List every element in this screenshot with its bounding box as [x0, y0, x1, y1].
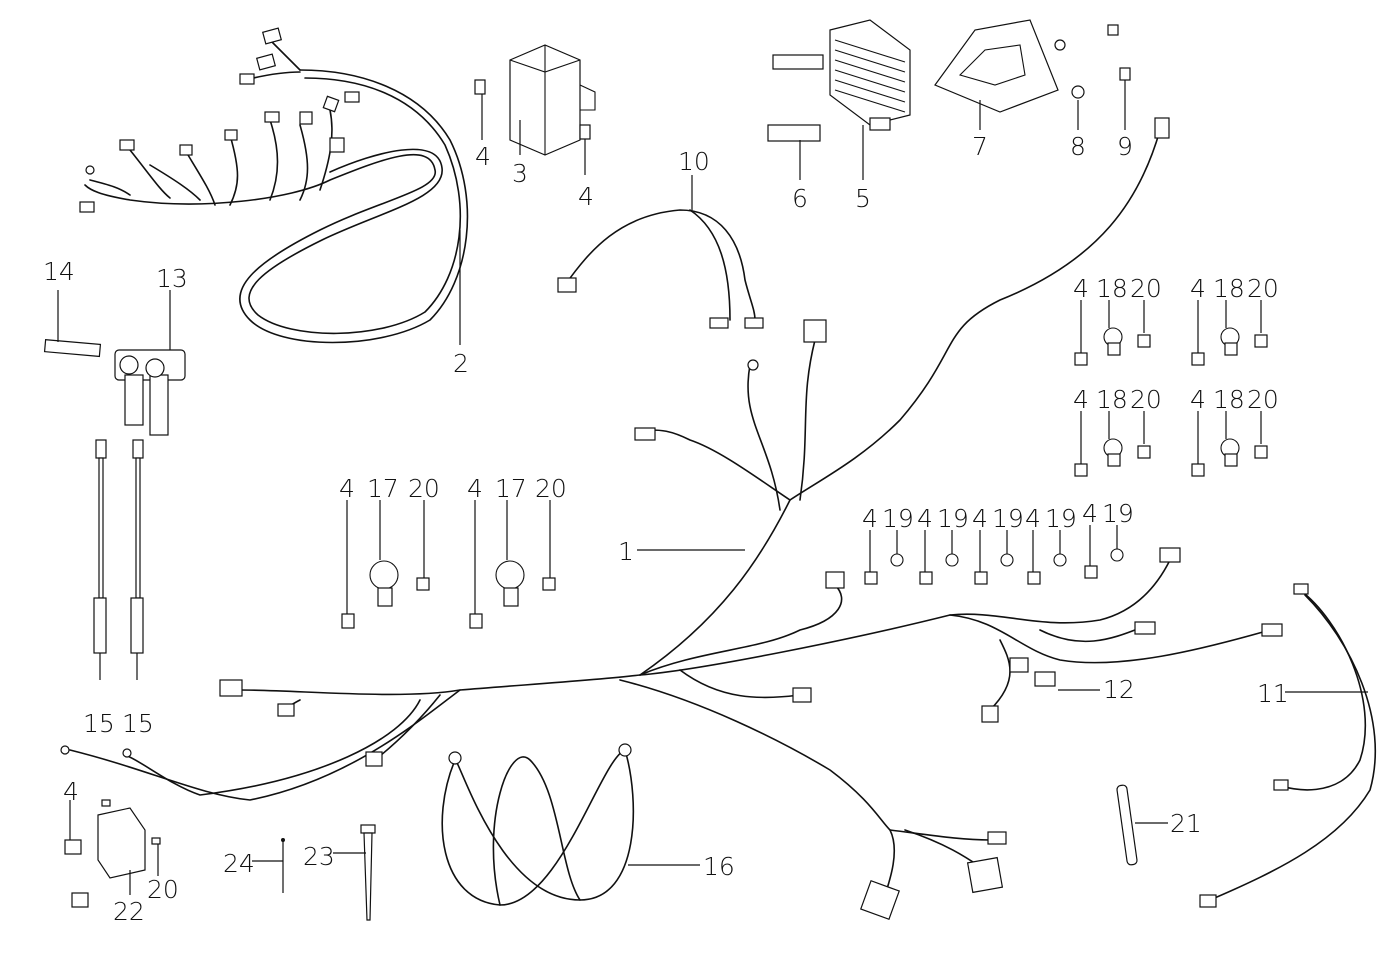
callout-4: 4: [475, 142, 491, 171]
clamp-group-18: [1191, 300, 1268, 366]
callout-6: 6: [792, 184, 808, 213]
callout-4: 4: [1025, 504, 1041, 533]
callout-17: 17: [495, 474, 527, 503]
callout-5: 5: [855, 184, 871, 213]
callout-labels: 1 2 3 4 4 5 6 7 8 9 10 11 12 13 14 15 15…: [43, 132, 1289, 926]
callout-4: 4: [862, 504, 878, 533]
callout-4: 4: [1073, 274, 1089, 303]
part-5-regulator: [829, 19, 911, 131]
callout-13: 13: [156, 264, 188, 293]
part-14-bolt: [43, 339, 102, 358]
callout-4: 4: [467, 474, 483, 503]
part-10-wire: [557, 209, 764, 329]
callout-18: 18: [1213, 385, 1245, 414]
callout-15: 15: [83, 709, 115, 738]
callout-21: 21: [1170, 809, 1202, 838]
part-11-wire: [1199, 583, 1377, 908]
callout-19: 19: [1102, 499, 1134, 528]
callout-1: 1: [618, 537, 634, 566]
callout-16: 16: [703, 852, 735, 881]
callout-17: 17: [367, 474, 399, 503]
callout-19: 19: [882, 504, 914, 533]
part-7-bracket: [934, 19, 1059, 113]
part-16-ground-cable: [441, 743, 635, 906]
part-3-control-unit: [509, 44, 596, 156]
callout-4: 4: [63, 777, 79, 806]
callout-20: 20: [535, 474, 567, 503]
part-8-nut: [1054, 39, 1085, 99]
callout-24: 24: [223, 849, 255, 878]
callout-19: 19: [937, 504, 969, 533]
callout-4: 4: [1073, 385, 1089, 414]
clamp-group-17: [469, 500, 556, 629]
callout-7: 7: [972, 132, 988, 161]
callout-4: 4: [578, 182, 594, 211]
part-22-relay: [97, 799, 161, 879]
callout-4: 4: [1190, 385, 1206, 414]
callout-4: 4: [1082, 499, 1098, 528]
callout-18: 18: [1096, 274, 1128, 303]
bolt-4: [579, 124, 591, 175]
callout-4: 4: [339, 474, 355, 503]
clamp-group-17: [341, 500, 430, 629]
callout-18: 18: [1213, 274, 1245, 303]
part-13-ignition-coil: [114, 349, 186, 436]
callout-15: 15: [122, 709, 154, 738]
bolt-6: [767, 54, 824, 142]
callout-11: 11: [1257, 679, 1289, 708]
callout-20: 20: [1247, 385, 1279, 414]
callout-8: 8: [1070, 132, 1086, 161]
part-21-strap: [1116, 784, 1138, 866]
callout-4: 4: [972, 504, 988, 533]
callout-3: 3: [512, 159, 528, 188]
callout-23: 23: [303, 842, 335, 871]
clamp-group-18: [1074, 300, 1151, 366]
callout-20: 20: [147, 875, 179, 904]
clamp-group-18: [1191, 411, 1268, 477]
callout-12: 12: [1103, 675, 1135, 704]
callout-14: 14: [43, 257, 75, 286]
part-9-nut: [1107, 24, 1131, 81]
callout-18: 18: [1096, 385, 1128, 414]
callout-2: 2: [453, 349, 469, 378]
callout-9: 9: [1117, 132, 1133, 161]
part-15-plug-lead: [93, 439, 144, 654]
callout-20: 20: [1130, 385, 1162, 414]
callout-20: 20: [1247, 274, 1279, 303]
bolt-4: [64, 839, 89, 908]
callout-19: 19: [1045, 504, 1077, 533]
part-1-main-harness: [60, 117, 1283, 920]
bolt-4: [474, 79, 486, 140]
part-24-pin: [281, 838, 285, 893]
callout-4: 4: [1190, 274, 1206, 303]
callout-4: 4: [917, 504, 933, 533]
clamp-group-18: [1074, 411, 1151, 477]
clamp-group-19-set: [864, 525, 1124, 585]
part-23-cable-tie: [360, 824, 376, 921]
part-2-sub-harness: [79, 27, 469, 344]
callout-20: 20: [1130, 274, 1162, 303]
callout-22: 22: [113, 897, 145, 926]
callout-19: 19: [992, 504, 1024, 533]
callout-20: 20: [408, 474, 440, 503]
callout-10: 10: [678, 147, 710, 176]
